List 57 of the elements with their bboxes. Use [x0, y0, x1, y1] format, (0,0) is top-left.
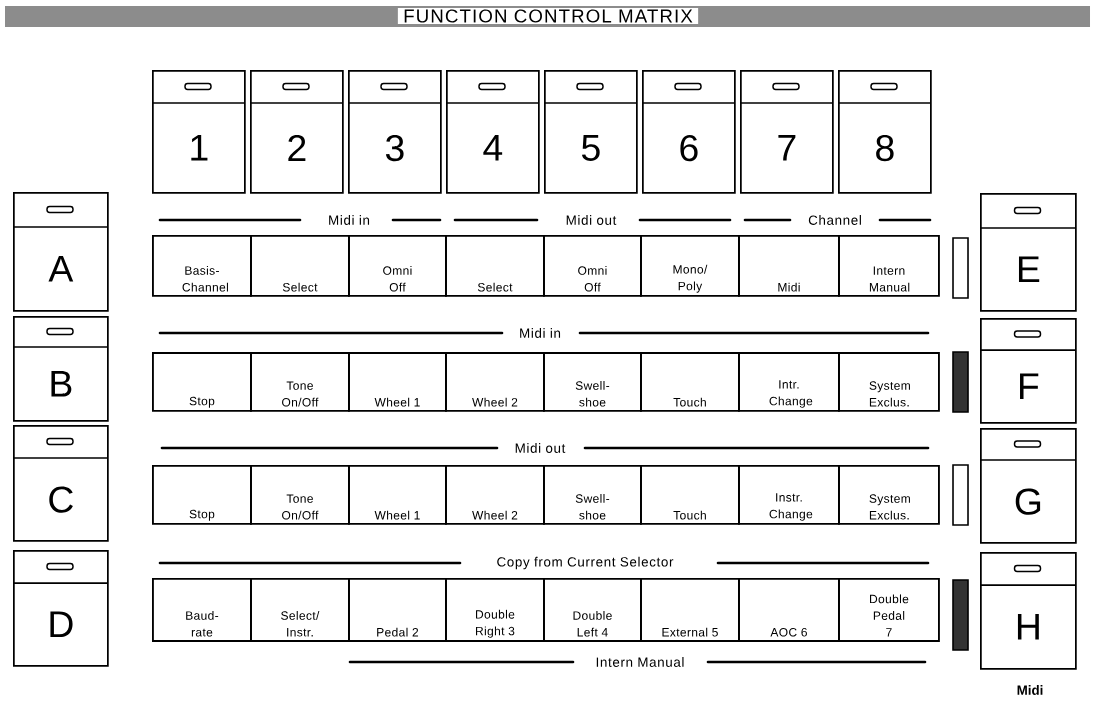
function-key: Touch [640, 352, 740, 412]
function-key: Mono/ Poly [640, 235, 740, 297]
function-key: Swell- shoe [543, 465, 642, 525]
function-key: Wheel 2 [445, 465, 545, 525]
function-key: Swell- shoe [543, 352, 642, 412]
function-key: Double Left 4 [543, 578, 642, 642]
section-label: Midi in [321, 213, 377, 227]
function-key: Select [250, 235, 350, 297]
function-key: Instr. Change [738, 465, 840, 525]
section-label: Midi out [559, 213, 623, 227]
section-label: Copy from Current Selector [489, 555, 681, 571]
letter-button: A [12, 192, 109, 312]
function-key: Intr. Change [738, 352, 840, 412]
function-key: Midi [738, 235, 840, 297]
letter-button: H [979, 552, 1077, 670]
section-label: Intern Manual [588, 655, 692, 669]
title: FUNCTION CONTROL MATRIX [397, 8, 699, 24]
number-button: 7 [739, 70, 834, 194]
function-key: Pedal 2 [348, 578, 447, 642]
function-key: Omni Off [348, 235, 447, 297]
caption-label: Midi [1017, 685, 1043, 695]
letter-button: F [979, 318, 1077, 424]
section-label: Midi out [508, 441, 572, 455]
number-button: 4 [445, 70, 540, 194]
number-button: 5 [543, 70, 638, 194]
number-button: 6 [641, 70, 736, 194]
function-key: Basis- Channel [152, 235, 252, 297]
function-key: External 5 [640, 578, 740, 642]
function-key: Select [445, 235, 545, 297]
number-button: 1 [151, 70, 246, 194]
number-button: 8 [837, 70, 932, 194]
function-key: Tone On/Off [250, 465, 350, 525]
function-key: Double Pedal 7 [838, 578, 940, 642]
function-key: Omni Off [543, 235, 642, 297]
function-key: Intern Manual [838, 235, 940, 297]
function-key: Wheel 2 [445, 352, 545, 412]
letter-button: G [979, 428, 1077, 544]
number-button: 2 [249, 70, 344, 194]
section-label: Channel [801, 213, 869, 227]
function-key: Baud- rate [152, 578, 252, 642]
function-key: Double Right 3 [445, 578, 545, 642]
function-key: Touch [640, 465, 740, 525]
function-key: Tone On/Off [250, 352, 350, 412]
function-key: Select/ Instr. [250, 578, 350, 642]
function-key: System Exclus. [838, 352, 940, 412]
function-key: Stop [152, 465, 252, 525]
function-key: Stop [152, 352, 252, 412]
letter-button: D [12, 550, 109, 667]
function-key: System Exclus. [838, 465, 940, 525]
letter-button: B [12, 316, 109, 422]
function-key: AOC 6 [738, 578, 840, 642]
section-label: Midi in [512, 326, 568, 340]
number-button: 3 [347, 70, 442, 194]
function-key: Wheel 1 [348, 465, 447, 525]
letter-button: E [979, 193, 1077, 312]
function-key: Wheel 1 [348, 352, 447, 412]
letter-button: C [12, 425, 109, 542]
